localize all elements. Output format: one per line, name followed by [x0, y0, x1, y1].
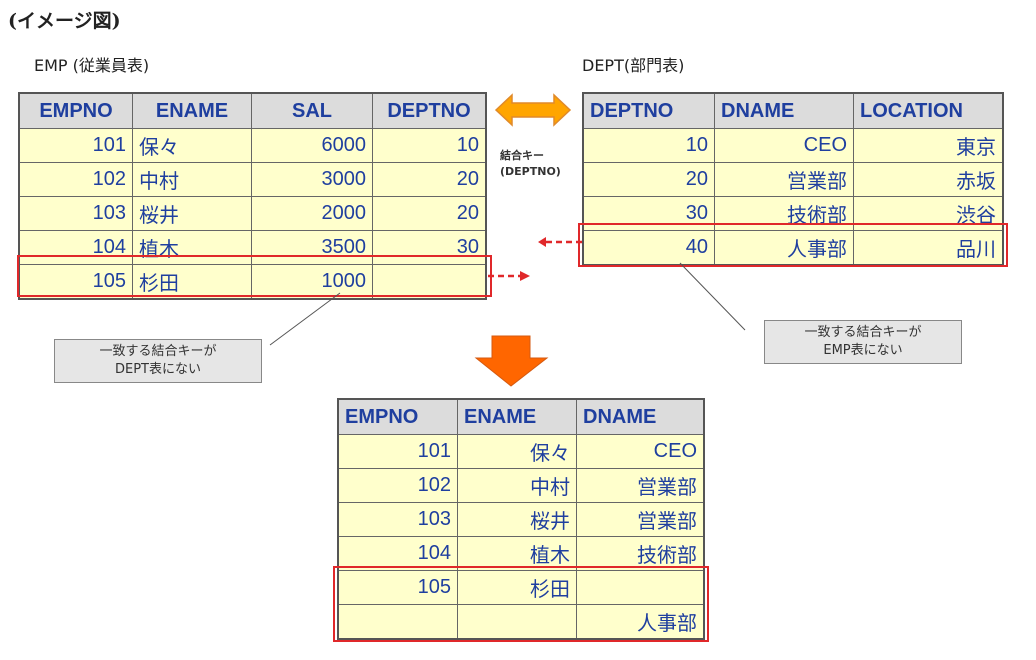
table-row: 30 技術部 渋谷 [582, 196, 1004, 231]
table-row: 10 CEO 東京 [582, 128, 1004, 163]
right-note: 一致する結合キーが EMP表にない [764, 320, 962, 364]
emp-cell-sal: 1000 [251, 264, 373, 300]
result-cell-dname: 営業部 [576, 502, 705, 537]
dashed-arrows [488, 237, 582, 281]
join-key-line1: 結合キー [500, 149, 544, 162]
emp-table: EMPNO ENAME SAL DEPTNO 101 保々 6000 10 10… [18, 92, 487, 300]
emp-cell-empno: 104 [18, 230, 133, 265]
result-header-empno: EMPNO [337, 398, 458, 435]
emp-cell-ename: 杉田 [132, 264, 252, 300]
result-cell-empno [337, 604, 458, 640]
emp-header-ename: ENAME [132, 92, 252, 129]
result-cell-ename: 保々 [457, 434, 577, 469]
result-cell-ename: 中村 [457, 468, 577, 503]
result-header-dname: DNAME [576, 398, 705, 435]
result-cell-empno: 102 [337, 468, 458, 503]
table-row: 105 杉田 [337, 570, 705, 605]
dept-header-deptno: DEPTNO [582, 92, 715, 129]
result-cell-dname: CEO [576, 434, 705, 469]
dept-cell-dname: 人事部 [714, 230, 854, 266]
right-note-line2: EMP表にない [823, 343, 903, 358]
result-cell-dname [576, 570, 705, 605]
double-arrow-icon [494, 93, 572, 127]
table-row: 102 中村 営業部 [337, 468, 705, 503]
emp-header-sal: SAL [251, 92, 373, 129]
emp-cell-deptno: 20 [372, 196, 487, 231]
emp-cell-deptno: 30 [372, 230, 487, 265]
emp-cell-ename: 桜井 [132, 196, 252, 231]
dept-dangling-arrow-icon [538, 237, 582, 247]
emp-cell-ename: 中村 [132, 162, 252, 197]
left-callout-line [269, 292, 341, 346]
dept-header-location: LOCATION [853, 92, 1004, 129]
table-row: 103 桜井 2000 20 [18, 196, 487, 231]
result-cell-empno: 105 [337, 570, 458, 605]
result-cell-ename: 植木 [457, 536, 577, 571]
result-header-row: EMPNO ENAME DNAME [337, 398, 705, 435]
dept-header-row: DEPTNO DNAME LOCATION [582, 92, 1004, 129]
emp-cell-deptno: 10 [372, 128, 487, 163]
table-row: 101 保々 CEO [337, 434, 705, 469]
dept-cell-deptno: 10 [582, 128, 715, 163]
dept-cell-dname: CEO [714, 128, 854, 163]
right-callout-line [679, 262, 746, 331]
dept-header-dname: DNAME [714, 92, 854, 129]
table-row: 105 杉田 1000 [18, 264, 487, 300]
left-note-line1: 一致する結合キーが [99, 344, 217, 359]
dept-cell-location: 赤坂 [853, 162, 1004, 197]
result-cell-ename: 桜井 [457, 502, 577, 537]
emp-cell-ename: 植木 [132, 230, 252, 265]
table-row: 104 植木 技術部 [337, 536, 705, 571]
result-table: EMPNO ENAME DNAME 101 保々 CEO 102 中村 営業部 … [337, 398, 705, 640]
result-cell-empno: 103 [337, 502, 458, 537]
result-cell-dname: 人事部 [576, 604, 705, 640]
emp-cell-empno: 102 [18, 162, 133, 197]
table-row: 人事部 [337, 604, 705, 640]
dept-cell-deptno: 30 [582, 196, 715, 231]
join-key-label: 結合キー (DEPTNO) [500, 148, 561, 180]
emp-cell-sal: 3000 [251, 162, 373, 197]
emp-cell-ename: 保々 [132, 128, 252, 163]
dept-cell-dname: 営業部 [714, 162, 854, 197]
emp-dangling-arrow-icon [488, 271, 530, 281]
dept-table: DEPTNO DNAME LOCATION 10 CEO 東京 20 営業部 赤… [582, 92, 1004, 266]
emp-cell-empno: 101 [18, 128, 133, 163]
table-row: 101 保々 6000 10 [18, 128, 487, 163]
table-row: 40 人事部 品川 [582, 230, 1004, 266]
result-cell-empno: 101 [337, 434, 458, 469]
result-cell-ename: 杉田 [457, 570, 577, 605]
dept-cell-location: 品川 [853, 230, 1004, 266]
emp-cell-deptno: 20 [372, 162, 487, 197]
emp-caption: EMP (従業員表) [34, 56, 150, 75]
dept-cell-deptno: 40 [582, 230, 715, 266]
right-note-line1: 一致する結合キーが [804, 325, 922, 340]
dept-cell-location: 渋谷 [853, 196, 1004, 231]
result-cell-dname: 技術部 [576, 536, 705, 571]
join-key-line2: (DEPTNO) [500, 165, 561, 178]
emp-header-deptno: DEPTNO [372, 92, 487, 129]
result-cell-ename [457, 604, 577, 640]
emp-cell-sal: 2000 [251, 196, 373, 231]
emp-cell-empno: 103 [18, 196, 133, 231]
table-row: 104 植木 3500 30 [18, 230, 487, 265]
result-cell-dname: 営業部 [576, 468, 705, 503]
result-header-ename: ENAME [457, 398, 577, 435]
down-arrow-icon [474, 335, 549, 387]
left-note: 一致する結合キーが DEPT表にない [54, 339, 262, 383]
table-row: 20 営業部 赤坂 [582, 162, 1004, 197]
table-row: 103 桜井 営業部 [337, 502, 705, 537]
dept-caption: DEPT(部門表) [582, 56, 685, 75]
emp-header-row: EMPNO ENAME SAL DEPTNO [18, 92, 487, 129]
result-cell-empno: 104 [337, 536, 458, 571]
left-note-line2: DEPT表にない [114, 362, 201, 377]
emp-cell-deptno [372, 264, 487, 300]
dept-cell-dname: 技術部 [714, 196, 854, 231]
emp-cell-empno: 105 [18, 264, 133, 300]
page-title: (イメージ図) [8, 10, 121, 32]
emp-cell-sal: 3500 [251, 230, 373, 265]
table-row: 102 中村 3000 20 [18, 162, 487, 197]
